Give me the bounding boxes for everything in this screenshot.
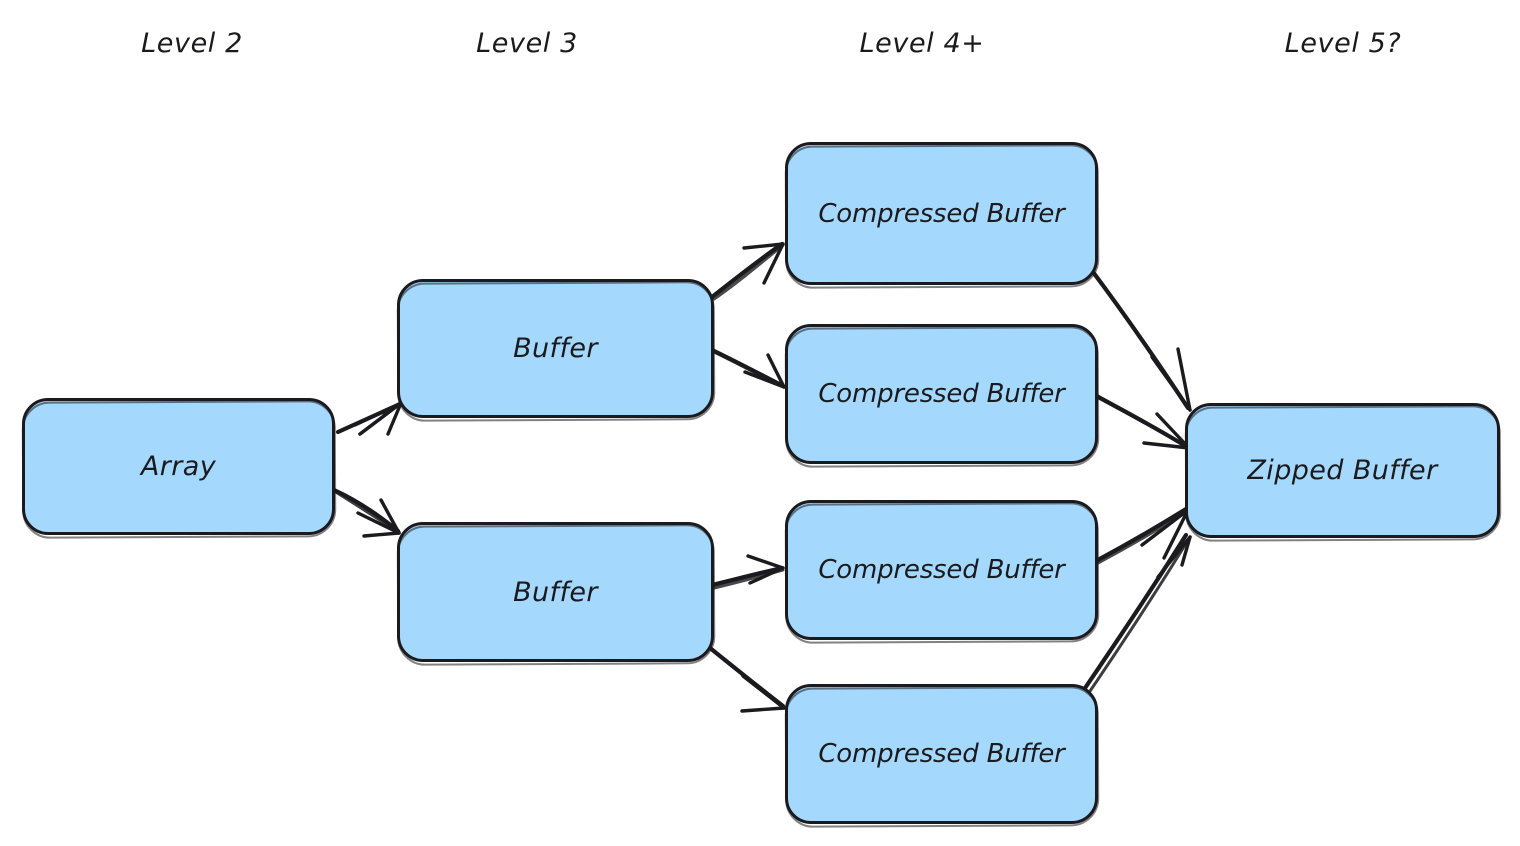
node-compressed-buffer-1[interactable]: Compressed Buffer <box>785 142 1098 285</box>
column-header-level-4-plus: Level 4+ <box>859 28 985 59</box>
node-zipped-buffer-label: Zipped Buffer <box>1247 455 1438 486</box>
node-compressed-buffer-2-label: Compressed Buffer <box>818 379 1065 409</box>
edge-array-to-buffer-2 <box>331 487 401 538</box>
edge-buffer-1-to-cb2 <box>709 347 786 389</box>
node-compressed-buffer-1-label: Compressed Buffer <box>818 198 1065 229</box>
node-array[interactable]: Array <box>22 398 335 535</box>
edge-cb2-to-zipped <box>1090 391 1191 450</box>
edge-cb1-to-zipped <box>1090 269 1192 412</box>
edge-cb3-to-zipped <box>1093 506 1190 565</box>
edge-buffer-2-to-cb3 <box>709 554 785 590</box>
column-header-level-5: Level 5? <box>1284 28 1402 59</box>
edge-buffer-1-to-cb1 <box>709 241 785 301</box>
column-header-level-3: Level 3 <box>476 28 578 59</box>
edge-buffer-2-to-cb4 <box>707 645 786 713</box>
node-buffer-1-label: Buffer <box>513 333 598 364</box>
node-array-label: Array <box>140 451 217 482</box>
edge-array-to-buffer-1 <box>335 401 403 436</box>
node-compressed-buffer-4[interactable]: Compressed Buffer <box>785 684 1098 824</box>
node-compressed-buffer-3[interactable]: Compressed Buffer <box>785 500 1098 640</box>
node-compressed-buffer-3-label: Compressed Buffer <box>818 555 1065 585</box>
node-buffer-1[interactable]: Buffer <box>397 279 714 418</box>
node-buffer-2[interactable]: Buffer <box>397 522 714 662</box>
node-compressed-buffer-4-label: Compressed Buffer <box>818 739 1065 769</box>
node-buffer-2-label: Buffer <box>513 576 598 608</box>
column-header-level-2: Level 2 <box>141 28 243 59</box>
node-zipped-buffer[interactable]: Zipped Buffer <box>1185 403 1500 538</box>
node-compressed-buffer-2[interactable]: Compressed Buffer <box>785 324 1098 464</box>
